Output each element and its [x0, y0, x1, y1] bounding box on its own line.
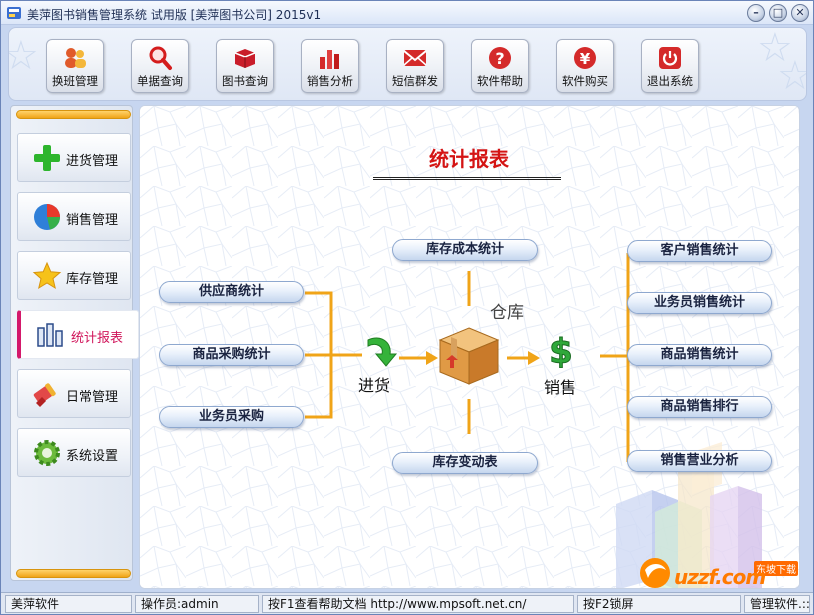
brush-icon [33, 383, 56, 407]
reports-panel: 统计报表 [139, 105, 800, 589]
gear-icon [34, 440, 60, 466]
star-decoration: ☆ [757, 27, 793, 71]
toolbar-help-button[interactable]: ? 软件帮助 [471, 39, 529, 93]
yen-icon: ¥ [574, 47, 596, 69]
toolbar-label: 图书查询 [222, 74, 268, 88]
toolbar-sms-button[interactable]: 短信群发 [386, 39, 444, 93]
plus-icon [34, 145, 60, 171]
star-decoration: ☆ [9, 36, 39, 76]
star-icon [32, 261, 62, 290]
inventory-cost-stats-button[interactable]: 库存成本统计 [392, 239, 538, 261]
watermark-badge: 东坡下载 [754, 561, 798, 576]
purchase-label: 进货 [358, 376, 391, 395]
sidebar-item-label: 进货管理 [66, 154, 119, 169]
warehouse-label: 仓库 [490, 303, 524, 323]
product-purchase-stats-button[interactable]: 商品采购统计 [159, 344, 304, 366]
title-bar: 美萍图书销售管理系统 试用版 [美萍图书公司] 2015v1 – □ ✕ [1, 1, 813, 25]
sidebar-item-label: 日常管理 [66, 390, 119, 405]
sidebar-nav: 进货管理 销售管理 库存管理 统计报表 [10, 105, 139, 581]
user-switch-icon [65, 48, 86, 68]
status-company: 美萍软件 [5, 595, 132, 613]
close-icon: ✕ [795, 6, 805, 19]
sales-business-analysis-button[interactable]: 销售营业分析 [627, 450, 772, 472]
status-extra: 管理软件.:: [744, 595, 810, 613]
salesperson-purchase-button[interactable]: 业务员采购 [159, 406, 304, 428]
watermark-text: uzzf.com [674, 565, 766, 589]
warehouse-box-icon [438, 327, 500, 385]
toolbar-label: 换班管理 [52, 74, 98, 88]
inventory-change-table-button[interactable]: 库存变动表 [392, 452, 538, 474]
toolbar-label: 销售分析 [307, 74, 353, 88]
page-title: 统计报表 [429, 147, 509, 171]
status-bar: 美萍软件 操作员:admin 按F1查看帮助文档 http://www.mpso… [1, 592, 813, 614]
toolbar-label: 软件购买 [562, 74, 608, 88]
title-underline [373, 177, 561, 180]
window-title: 美萍图书销售管理系统 试用版 [美萍图书公司] 2015v1 [27, 8, 322, 22]
status-lock: 按F2锁屏 [577, 595, 741, 613]
salesperson-sales-stats-button[interactable]: 业务员销售统计 [627, 292, 772, 314]
star-decoration: ☆ [777, 56, 806, 96]
minimize-button[interactable]: – [747, 4, 765, 22]
toolbar-shift-button[interactable]: 换班管理 [46, 39, 104, 93]
status-operator: 操作员:admin [135, 595, 259, 613]
sidebar-item-label: 库存管理 [66, 272, 119, 287]
maximize-button[interactable]: □ [769, 4, 787, 22]
watermark: 东坡下载 uzzf.com [636, 546, 799, 589]
sales-label: 销售 [544, 378, 577, 397]
purchase-arrow-icon [367, 337, 398, 367]
customer-sales-stats-button[interactable]: 客户销售统计 [627, 240, 772, 262]
toolbar-label: 退出系统 [647, 74, 693, 88]
svg-text:¥: ¥ [580, 50, 591, 68]
envelope-icon [403, 50, 427, 66]
toolbar-exit-button[interactable]: 退出系统 [641, 39, 699, 93]
product-sales-stats-button[interactable]: 商品销售统计 [627, 344, 772, 366]
sidebar-item-label: 销售管理 [66, 213, 119, 228]
svg-text:$: $ [549, 332, 573, 368]
maximize-icon: □ [772, 6, 784, 19]
toolbar-voucher-search-button[interactable]: 单据查询 [131, 39, 189, 93]
main-toolbar: ☆ ☆ ☆ 换班管理 单据查询 图书查询 [8, 27, 807, 101]
report-bars-icon [37, 323, 63, 347]
minimize-icon: – [753, 6, 759, 19]
svg-text:?: ? [495, 49, 504, 68]
sidebar-item-inventory[interactable]: 库存管理 [17, 251, 131, 300]
sidebar-item-label: 系统设置 [66, 449, 119, 464]
sidebar-item-settings[interactable]: 系统设置 [17, 428, 131, 477]
toolbar-sales-analysis-button[interactable]: 销售分析 [301, 39, 359, 93]
toolbar-book-search-button[interactable]: 图书查询 [216, 39, 274, 93]
product-sales-ranking-button[interactable]: 商品销售排行 [627, 396, 772, 418]
toolbar-buy-button[interactable]: ¥ 软件购买 [556, 39, 614, 93]
toolbar-label: 软件帮助 [477, 74, 523, 88]
sidebar-item-purchase[interactable]: 进货管理 [17, 133, 131, 182]
sidebar-top-bar [16, 110, 131, 119]
book-icon [234, 49, 256, 68]
pie-icon [34, 204, 60, 230]
status-help: 按F1查看帮助文档 http://www.mpsoft.net.cn/ [262, 595, 574, 613]
app-logo-icon [7, 7, 21, 19]
sales-dollar-icon: $ [549, 332, 574, 368]
bar-chart-icon [320, 50, 339, 69]
supplier-stats-button[interactable]: 供应商统计 [159, 281, 304, 303]
sidebar-item-reports[interactable]: 统计报表 [17, 310, 139, 359]
sidebar-bottom-bar [16, 569, 131, 578]
magnifier-icon [149, 46, 172, 70]
sidebar-item-daily[interactable]: 日常管理 [17, 369, 131, 418]
power-icon [659, 47, 681, 69]
watermark-logo-icon [640, 558, 670, 588]
help-icon: ? [489, 47, 511, 69]
toolbar-label: 短信群发 [392, 74, 438, 88]
sidebar-item-label: 统计报表 [71, 331, 124, 346]
toolbar-label: 单据查询 [137, 74, 183, 88]
close-button[interactable]: ✕ [791, 4, 809, 22]
sidebar-item-sales[interactable]: 销售管理 [17, 192, 131, 241]
